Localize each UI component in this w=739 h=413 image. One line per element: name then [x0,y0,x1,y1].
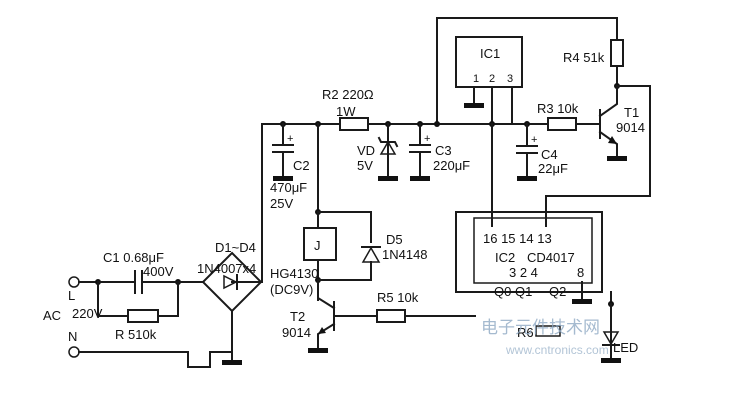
ac-n-label: N [68,329,77,344]
t1-model-label: 9014 [616,120,645,135]
c3-value-label: 220μF [433,158,470,173]
ac-input: L AC 220V N [43,276,211,368]
watermark-url: www.cntronics.com [505,343,609,357]
relay-label: J [314,238,321,253]
c2-voltage-label: 25V [270,196,293,211]
ic2-model-label: CD4017 [527,250,575,265]
resistor-r4: R4 51k [563,39,624,67]
resistor-r3: R3 10k [537,101,601,131]
ic2-pins-top-label: 16 15 14 13 [483,231,552,246]
ic1-label: IC1 [480,46,500,61]
r2-label: R2 220Ω [322,87,374,102]
ic2-pins-mid-label: 3 2 4 [509,265,538,280]
t1-label: T1 [624,105,639,120]
watermark-cn: 电子元件技术网 [481,318,600,337]
c2-label: C2 [293,158,310,173]
ic2-label: IC2 [495,250,515,265]
d5-model-label: 1N4148 [382,247,428,262]
relay-voltage-label: (DC9V) [270,282,313,297]
zener-vd: VD 5V [357,123,399,181]
c1-label: C1 0.68μF [103,250,164,265]
ic1-pin3-label: 3 [507,73,513,85]
svg-text:+: + [287,133,293,145]
led-label: LED [613,340,638,355]
d1d4-label: D1~D4 [215,240,256,255]
capacitor-c2: + C2 470μF 25V [270,123,310,211]
t2-label: T2 [290,309,305,324]
vd-value-label: 5V [357,158,373,173]
r4-label: R4 51k [563,50,605,65]
ic1-pin1-label: 1 [473,73,479,85]
capacitor-c1-resistor-r: C1 0.68μF 400V R 510k [95,250,195,342]
resistor-r2: R2 220Ω 1W [322,87,374,131]
ic1-pin2-label: 2 [489,73,495,85]
svg-text:+: + [531,134,537,146]
relay-j: J HG4130 (DC9V) [270,123,372,297]
ac-label: AC [43,308,61,323]
c2-value-label: 470μF [270,180,307,195]
ic1-chip: IC1 1 2 3 [455,36,549,125]
ac-voltage-label: 220V [72,306,103,321]
c3-label: C3 [435,143,452,158]
main-dc-rail [261,121,530,127]
vd-label: VD [357,143,375,158]
resistor-r5: R5 10k [376,290,476,323]
svg-text:+: + [424,133,430,145]
diode-d5: D5 1N4148 [361,232,428,263]
c4-value-label: 22μF [538,161,568,176]
c4-label: C4 [541,147,558,162]
r-label: R 510k [115,327,157,342]
led-output: LED R6 [517,291,638,363]
r6-label: R6 [517,325,534,340]
relay-model-label: HG4130 [270,266,318,281]
d1d4-model-label: 1N4007x4 [197,261,256,276]
r2-power-label: 1W [336,104,356,119]
capacitor-c4: + C4 22μF [516,123,568,181]
ic2-outputs-label: Q0 Q1 [494,284,532,299]
ic2-pin8-label: 8 [577,265,584,280]
capacitor-c3: + C3 220μF [409,123,470,181]
d5-label: D5 [386,232,403,247]
r3-label: R3 10k [537,101,579,116]
transistor-t2: T2 9014 [282,279,378,353]
ic1-feedback-loop [436,17,618,125]
ac-l-label: L [68,288,75,303]
ic2-cd4017: 16 15 14 13 IC2 CD4017 3 2 4 8 Q0 Q1 Q2 [455,123,603,304]
c1-voltage-label: 400V [143,264,174,279]
bridge-rectifier: D1~D4 1N4007x4 [193,240,263,365]
r5-label: R5 10k [377,290,419,305]
ic2-q2-label: Q2 [549,284,566,299]
t2-model-label: 9014 [282,325,311,340]
watermark: 电子元件技术网 www.cntronics.com [481,318,609,357]
